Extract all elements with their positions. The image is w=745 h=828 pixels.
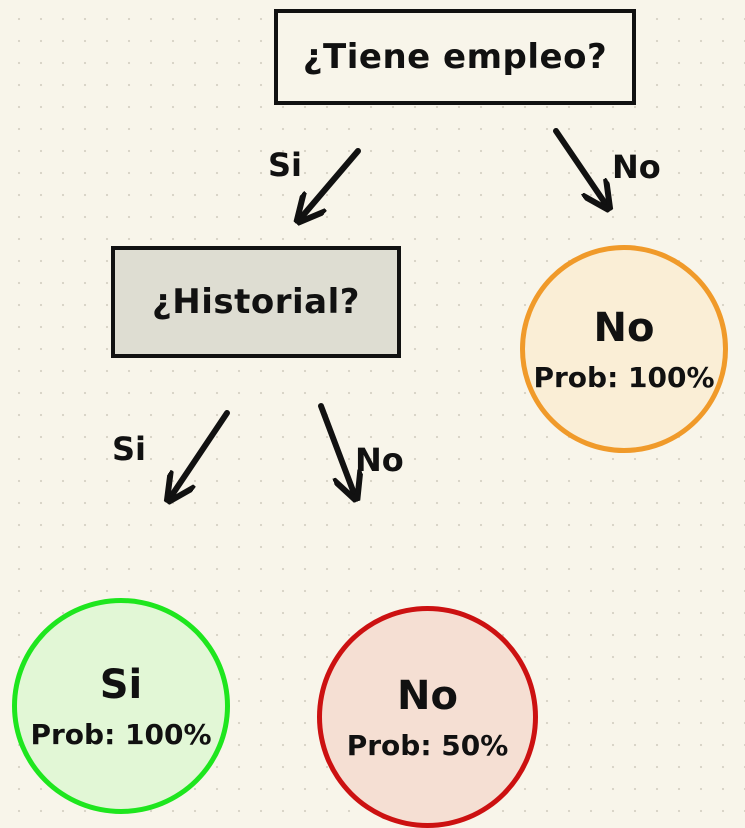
arrow-root-yes [300, 148, 361, 219]
leaf-node-history-yes: Si Prob: 100% [12, 598, 230, 814]
leaf-node-no-employment: No Prob: 100% [520, 245, 728, 453]
leaf-node-history-no: No Prob: 50% [317, 606, 538, 828]
sub-question-text: ¿Historial? [152, 282, 360, 322]
edge-label-root-no: No [612, 148, 661, 186]
leaf-prob: Prob: 100% [30, 717, 212, 751]
leaf-prob: Prob: 50% [346, 728, 509, 762]
edge-label-sub-no: No [355, 441, 404, 479]
leaf-prob: Prob: 100% [533, 360, 715, 394]
arrow-sub-no [318, 403, 355, 496]
root-question-text: ¿Tiene empleo? [302, 37, 608, 77]
leaf-result: No [397, 672, 458, 719]
leaf-result: No [593, 304, 655, 351]
arrow-sub-yes [170, 410, 230, 498]
sub-question-node: ¿Historial? [111, 246, 401, 358]
arrow-root-no [553, 128, 607, 206]
edge-label-root-yes: Si [268, 146, 303, 184]
edge-label-sub-yes: Si [112, 430, 147, 468]
root-question-node: ¿Tiene empleo? [274, 9, 636, 105]
leaf-result: Si [99, 661, 143, 708]
